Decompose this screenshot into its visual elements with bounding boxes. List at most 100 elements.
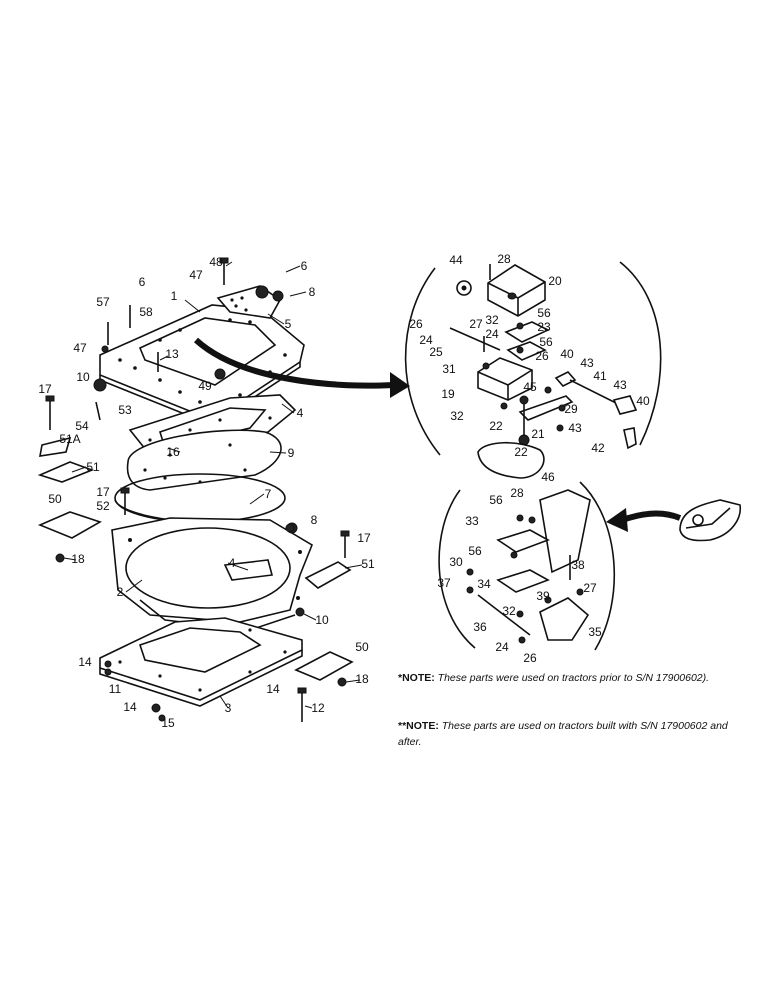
callout-17: 17 bbox=[357, 531, 371, 545]
callout-10: 10 bbox=[315, 613, 329, 627]
callout-14: 14 bbox=[123, 700, 137, 714]
callout-28: 28 bbox=[497, 252, 511, 266]
detail-arrow-lower-head bbox=[606, 508, 628, 532]
callout-16: 16 bbox=[166, 445, 180, 459]
callout-24: 24 bbox=[419, 333, 433, 347]
callout-35: 35 bbox=[588, 625, 602, 639]
callout-18: 18 bbox=[355, 672, 369, 686]
callout-23: 23 bbox=[537, 320, 551, 334]
callout-45: 45 bbox=[523, 380, 537, 394]
callout-48: 48 bbox=[209, 255, 223, 269]
callout-19: 19 bbox=[441, 387, 455, 401]
plate-9 bbox=[126, 429, 282, 491]
callout-51: 51 bbox=[361, 557, 375, 571]
tractor-seat-icon bbox=[679, 499, 741, 542]
callout-41: 41 bbox=[593, 369, 607, 383]
callout-12: 12 bbox=[311, 701, 325, 715]
callout-2: 2 bbox=[117, 585, 124, 599]
callout-47: 47 bbox=[73, 341, 87, 355]
callout-36: 36 bbox=[473, 620, 487, 634]
callout-56: 56 bbox=[489, 493, 503, 507]
callout-31: 31 bbox=[442, 362, 456, 376]
callout-43: 43 bbox=[580, 356, 594, 370]
bracket-51-right bbox=[304, 561, 352, 589]
plate-50-right bbox=[294, 651, 354, 681]
callout-51: 51 bbox=[86, 460, 100, 474]
callout-42: 42 bbox=[591, 441, 605, 455]
plate-3 bbox=[99, 617, 303, 707]
callout-32: 32 bbox=[450, 409, 464, 423]
detail-lower-parts bbox=[466, 489, 591, 644]
callout-27: 27 bbox=[469, 317, 483, 331]
bracket-51-left bbox=[37, 461, 95, 483]
callout-22: 22 bbox=[489, 419, 503, 433]
callout-33: 33 bbox=[465, 514, 479, 528]
callout-3: 3 bbox=[225, 701, 232, 715]
callout-24: 24 bbox=[485, 327, 499, 341]
callout-6: 6 bbox=[301, 259, 308, 273]
detail-circle-lower bbox=[438, 481, 616, 651]
callout-26: 26 bbox=[535, 349, 549, 363]
callout-20: 20 bbox=[548, 274, 562, 288]
callout-7: 7 bbox=[265, 487, 272, 501]
callout-18: 18 bbox=[71, 552, 85, 566]
callout-49: 49 bbox=[198, 379, 212, 393]
callout-53: 53 bbox=[118, 403, 132, 417]
callout-4: 4 bbox=[297, 406, 304, 420]
callout-56: 56 bbox=[468, 544, 482, 558]
callout-50: 50 bbox=[355, 640, 369, 654]
housing-2 bbox=[111, 517, 313, 631]
leaders-left bbox=[63, 261, 363, 709]
note-after-body: These parts are used on tractors built w… bbox=[398, 720, 728, 748]
callout-1: 1 bbox=[171, 289, 178, 303]
callout-58: 58 bbox=[139, 305, 153, 319]
callout-27: 27 bbox=[583, 581, 597, 595]
note-after: **NOTE: These parts are used on tractors… bbox=[398, 718, 738, 750]
callout-40: 40 bbox=[636, 394, 650, 408]
callout-54: 54 bbox=[75, 419, 89, 433]
callout-11: 11 bbox=[109, 682, 122, 696]
callout-24: 24 bbox=[495, 640, 509, 654]
callout-8: 8 bbox=[311, 513, 318, 527]
callout-46: 46 bbox=[541, 470, 555, 484]
callout-43: 43 bbox=[613, 378, 627, 392]
callout-15: 15 bbox=[161, 716, 175, 730]
callout-44: 44 bbox=[449, 253, 463, 267]
plate-50-left bbox=[37, 511, 102, 539]
callout-57: 57 bbox=[96, 295, 110, 309]
callout-43: 43 bbox=[568, 421, 582, 435]
callout-52: 52 bbox=[96, 499, 110, 513]
callout-51A: 51A bbox=[59, 432, 80, 446]
callout-30: 30 bbox=[449, 555, 463, 569]
callout-29: 29 bbox=[564, 402, 578, 416]
bracket-5 bbox=[216, 285, 282, 319]
bolts-left bbox=[45, 257, 350, 722]
callout-38: 38 bbox=[571, 558, 585, 572]
detail-upper-parts bbox=[449, 264, 638, 479]
callout-6: 6 bbox=[139, 275, 146, 289]
callout-47: 47 bbox=[189, 268, 203, 282]
callout-4: 4 bbox=[229, 556, 236, 570]
callout-8: 8 bbox=[309, 285, 316, 299]
callout-14: 14 bbox=[266, 682, 280, 696]
callout-17: 17 bbox=[96, 485, 110, 499]
callout-56: 56 bbox=[539, 335, 553, 349]
callout-50: 50 bbox=[48, 492, 62, 506]
callout-26: 26 bbox=[409, 317, 423, 331]
callout-13: 13 bbox=[165, 347, 179, 361]
callout-56: 56 bbox=[537, 306, 551, 320]
callout-32: 32 bbox=[502, 604, 516, 618]
callout-26: 26 bbox=[523, 651, 537, 665]
callout-14: 14 bbox=[78, 655, 92, 669]
detail-arrow-upper bbox=[193, 337, 396, 389]
callout-10: 10 bbox=[76, 370, 90, 384]
detail-circle-upper bbox=[404, 261, 662, 456]
callout-9: 9 bbox=[288, 446, 295, 460]
callout-28: 28 bbox=[510, 486, 524, 500]
callout-5: 5 bbox=[285, 317, 292, 331]
detail-arrow-lower bbox=[621, 510, 682, 523]
note-after-head: **NOTE: bbox=[398, 720, 439, 732]
bracket-51A bbox=[39, 436, 72, 457]
callout-34: 34 bbox=[477, 577, 491, 591]
